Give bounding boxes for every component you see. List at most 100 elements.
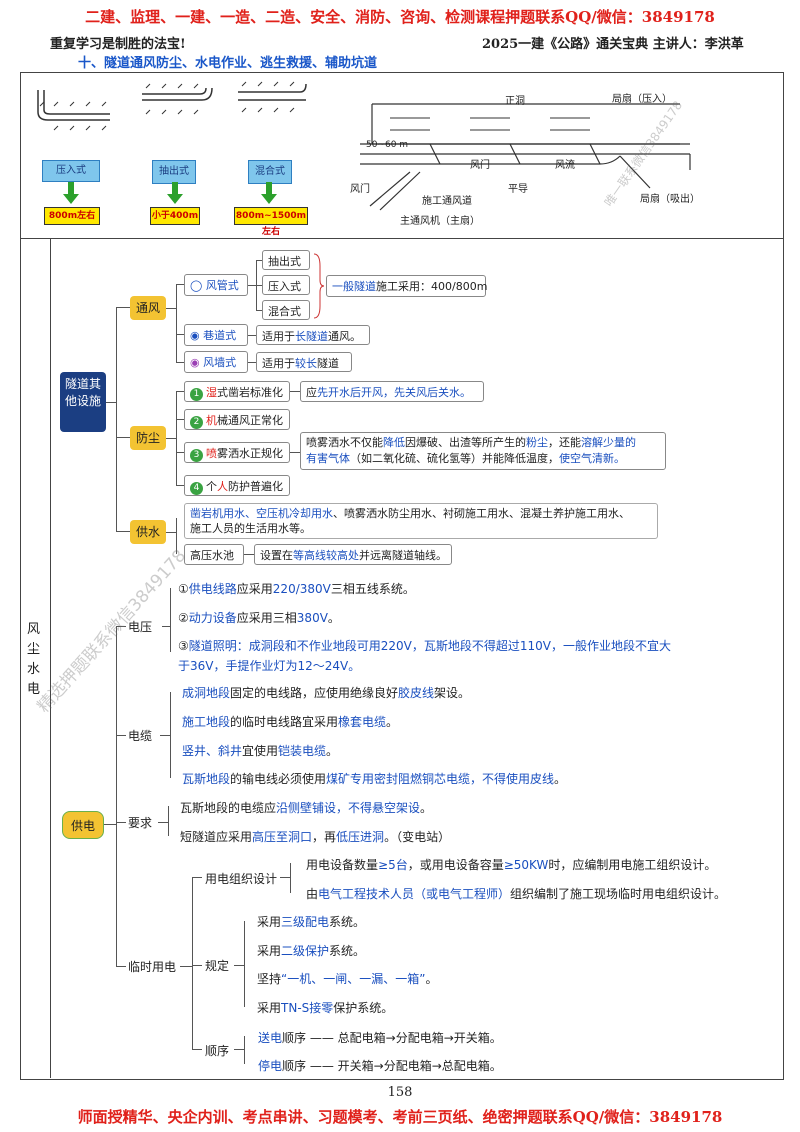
method-press-value: 800m左右 (44, 207, 100, 225)
branch-water (116, 531, 130, 532)
dust-red: 湿 (206, 386, 217, 399)
rule-item-2: 采用二级保护系统。 (257, 944, 366, 958)
vent-t2 (176, 334, 184, 335)
org-item-1: 用电设备数量≥5台，或用电设备容量≥50KW时，应编制用电施工组织设计。 (306, 858, 717, 872)
node-duct: ◯ 风管式 (184, 274, 248, 296)
wall-label: 风墙式 (203, 356, 237, 369)
dust-branch (176, 391, 177, 485)
duct-t1 (256, 260, 262, 261)
dust-note1-tick (290, 391, 300, 392)
wall-suffix: 隧道 (317, 357, 339, 370)
side-label: 风尘水电 (27, 622, 41, 697)
roadway-tick (248, 335, 256, 336)
voltage-label: 电压 (128, 620, 153, 634)
pool-note: 设置在等高线较高处并远离隧道轴线。 (254, 544, 452, 565)
brace (313, 253, 324, 319)
node-power: 供电 (62, 811, 104, 839)
duct-t3 (256, 310, 262, 311)
duct-type-3: 混合式 (262, 300, 310, 320)
node-dust: 防尘 (130, 426, 166, 450)
label-dims: 50~60 m (366, 140, 409, 150)
tunnel-diagram (360, 103, 691, 211)
page-number: 158 (387, 1085, 413, 1100)
method-mixed: 混合式 (248, 160, 292, 184)
req-tick (158, 822, 168, 823)
wall-pre: 适用于 (262, 357, 295, 370)
num-badge: 2 (190, 416, 203, 429)
duct-note-rest: 施工采用：400/800m (376, 280, 488, 293)
roadway-note: 适用于长隧道通风。 (256, 325, 370, 345)
requirement-item-1: 瓦斯地段的电缆应沿侧壁铺设，不得悬空架设。 (180, 801, 433, 815)
header-left: 重复学习是制胜的法宝! (50, 37, 186, 52)
rules-branch (244, 921, 245, 1007)
label-fan-suck: 局扇（吸出） (640, 194, 700, 205)
num-badge: 3 (190, 449, 203, 462)
cable-item-1: 成洞地段固定的电线路，应使用绝缘良好胶皮线架设。 (182, 686, 471, 700)
org-tick (280, 877, 290, 878)
label-door-left: 风门 (350, 184, 370, 195)
water-pool: 高压水池 (184, 544, 244, 565)
temp-t3 (192, 1049, 202, 1050)
vent-tick (166, 308, 176, 309)
num-badge: 4 (190, 482, 203, 495)
label-air-door: 风门 (470, 160, 490, 171)
duct-type-2: 压入式 (262, 275, 310, 295)
node-water: 供水 (130, 520, 166, 544)
duct-type-1: 抽出式 (262, 250, 310, 270)
section-title: 十、隧道通风防尘、水电作业、逃生救援、辅助坑道 (78, 56, 378, 71)
branch-dust (116, 437, 130, 438)
roadway-label: 巷道式 (203, 329, 237, 342)
order-item-2: 停电顺序 —— 开关箱→分配电箱→总配电箱。 (258, 1059, 502, 1073)
power-t4 (116, 966, 126, 967)
method-arrows (63, 182, 277, 204)
dust-tick (166, 438, 176, 439)
side-divider (50, 238, 51, 1078)
pin-icon: ◉ (190, 329, 200, 342)
dust-pre: 个 (206, 480, 217, 493)
power-t2 (116, 735, 126, 736)
bulb-icon: ◯ (190, 279, 203, 292)
label-construction-duct: 施工通风道 (422, 196, 472, 207)
power-t1 (116, 626, 126, 627)
wall-blue: 较长 (295, 357, 317, 370)
rule-item-3: 坚持“一机、一闸、一漏、一箱”。 (257, 972, 438, 986)
dust-rest: 式凿岩标准化 (217, 386, 283, 399)
dust-red: 机 (206, 414, 217, 427)
temp-t1 (192, 877, 202, 878)
node-ventilation: 通风 (130, 296, 166, 320)
method-press: 压入式 (42, 160, 100, 182)
label-main-tunnel: 正洞 (505, 96, 525, 107)
rules-label: 规定 (205, 959, 230, 973)
order-item-1: 送电顺序 —— 总配电箱→分配电箱→开关箱。 (258, 1031, 502, 1045)
dust-t3 (176, 452, 184, 453)
root-node: 隧道其他设施 (60, 372, 106, 432)
order-branch (244, 1036, 245, 1064)
node-wall: ◉ 风墙式 (184, 351, 248, 373)
water-tick (166, 532, 176, 533)
temp-power-label: 临时用电 (128, 960, 177, 974)
dust-red: 喷 (206, 447, 217, 460)
note3-line1: 喷雾洒水不仅能降低因爆破、出渣等所产生的粉尘，还能溶解少量的 (306, 436, 636, 449)
vent-t1 (176, 284, 184, 285)
requirement-label: 要求 (128, 816, 153, 830)
bottom-banner: 师面授精华、央企内训、考点串讲、习题模考、考前三页纸、绝密押题联系QQ/微信：3… (77, 1108, 723, 1126)
content-frame (20, 72, 784, 1080)
divider (20, 238, 783, 239)
root-branch (116, 307, 117, 531)
label-fan-press: 局扇（压入） (612, 94, 672, 105)
duct-note: 一般隧道施工采用：400/800m (326, 275, 488, 297)
water-line1: 凿岩机用水、空压机冷却用水、喷雾洒水防尘用水、衬砌施工用水、混凝土养护施工用水、 (190, 507, 630, 520)
duct-sketches (37, 81, 307, 131)
note-blue: 先开水后开风，先关风后关水。 (317, 386, 471, 399)
dust-note-3: 喷雾洒水不仅能降低因爆破、出渣等所产生的粉尘，还能溶解少量的 有害气体（如二氧化… (300, 432, 666, 470)
cable-label: 电缆 (128, 729, 153, 743)
duct-note-blue: 一般隧道 (332, 280, 376, 293)
pin-icon: ◉ (190, 356, 200, 369)
method-suck: 抽出式 (152, 160, 196, 184)
voltage-item-3-line2: 于36V，手提作业灯为12～24V。 (178, 659, 361, 673)
dust-rest: 械通风正常化 (217, 414, 283, 427)
cable-item-4: 瓦斯地段的输电线必须使用煤矿专用密封阻燃铜芯电缆，不得使用皮线。 (182, 772, 567, 786)
